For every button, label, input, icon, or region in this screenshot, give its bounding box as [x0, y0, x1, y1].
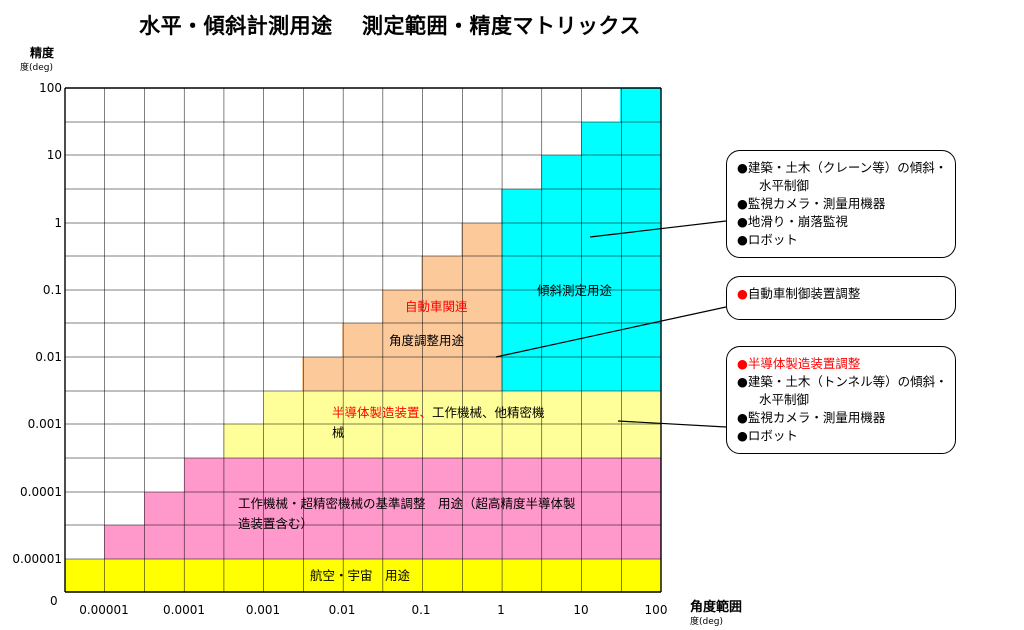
x-tick: 1 [497, 603, 505, 617]
region-aero [65, 559, 661, 592]
x-tick: 0.0001 [163, 603, 205, 617]
region-label-angle: 角度調整用途 [389, 333, 465, 348]
grid-lines [64, 87, 662, 593]
callout-line: ●地滑り・崩落監視 [737, 214, 848, 229]
x-tick: 10 [573, 603, 589, 617]
x-tick: 0.01 [328, 603, 356, 617]
x-axis-unit: 度(deg) [690, 617, 723, 627]
callout-tilt: ●建築・土木（クレーン等）の傾斜・ 水平制御 ●監視カメラ・測量用機器 ●地滑り… [726, 150, 956, 258]
region-label-machine-line: 造装置含む） [238, 516, 314, 531]
y-tick: 1 [54, 216, 62, 230]
callout-line: ●ロボット [737, 428, 798, 443]
pointer-tilt [589, 220, 727, 238]
y-tick: 10 [46, 148, 62, 162]
y-tick: 0.1 [42, 283, 62, 297]
region-label-semi-highlight: 半導体製造装置、 [332, 405, 433, 420]
y-tick: 100 [39, 81, 62, 95]
region-label-semi-text: 工作機械、他精密機 [432, 405, 545, 420]
region-machine [104, 458, 661, 559]
region-label-semi: 半導体製造装置、工作機械、他精密機 械 [332, 403, 592, 443]
callout-line: 水平制御 [759, 178, 810, 193]
callout-line: ●建築・土木（トンネル等）の傾斜・ [737, 374, 948, 389]
region-angle [302, 223, 501, 391]
x-tick: 0.00001 [79, 603, 129, 617]
region-label-machine: 工作機械・超精密機械の基準調整 用途（超高精度半導体製 造装置含む） [238, 494, 576, 534]
y-axis-label: 精度 [30, 46, 55, 60]
callout-line: ●半導体製造装置調整 [737, 356, 861, 371]
callout-semi: ●半導体製造装置調整 ●建築・土木（トンネル等）の傾斜・ 水平制御 ●監視カメラ… [726, 346, 956, 454]
y-tick: 0.01 [35, 350, 62, 364]
x-tick: 0.1 [411, 603, 431, 617]
callout-line: ●監視カメラ・測量用機器 [737, 410, 886, 425]
pointer-auto [495, 306, 727, 358]
region-tilt [501, 88, 661, 391]
callout-line: 水平制御 [759, 392, 810, 407]
page-title: 水平・傾斜計測用途 測定範囲・精度マトリックス [139, 14, 641, 38]
y-axis-unit: 度(deg) [20, 63, 53, 73]
callout-line: ●建築・土木（クレーン等）の傾斜・ [737, 160, 948, 175]
callout-line: 自動車制御装置調整 [747, 286, 861, 301]
y-tick: 0.001 [27, 417, 62, 431]
region-label-auto: 自動車関連 [405, 299, 468, 314]
region-label-machine-line: 工作機械・超精密機械の基準調整 用途（超高精度半導体製 [238, 496, 576, 511]
origin-label: 0 [50, 594, 58, 608]
region-label-tilt: 傾斜測定用途 [537, 283, 613, 298]
callout-bullet: ● [737, 286, 748, 301]
y-tick: 0.00001 [12, 552, 62, 566]
callout-line: ●監視カメラ・測量用機器 [737, 196, 886, 211]
region-label-semi-text-2: 械 [332, 425, 345, 440]
pointer-semi [617, 420, 727, 428]
x-axis-label: 角度範囲 [690, 600, 743, 615]
region-semi [223, 391, 661, 458]
x-tick: 0.001 [245, 603, 281, 617]
callout-line: ●ロボット [737, 232, 798, 247]
y-tick: 0.0001 [20, 485, 62, 499]
region-label-aero: 航空・宇宙 用途 [310, 568, 411, 583]
x-tick: 100 [644, 603, 668, 617]
callout-auto: ●自動車制御装置調整 [726, 276, 956, 320]
